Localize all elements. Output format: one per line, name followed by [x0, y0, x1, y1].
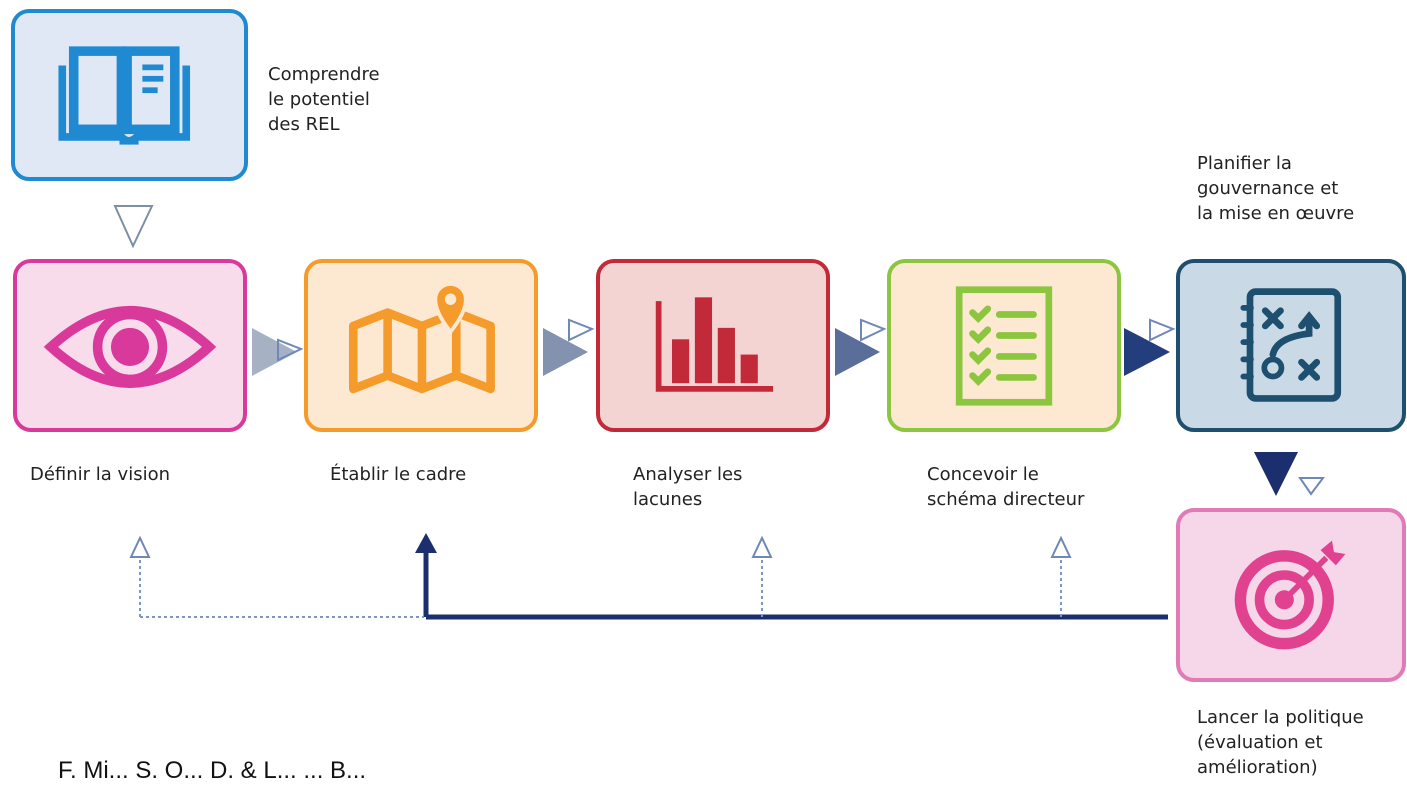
- label-understand-line3: des REL: [268, 114, 340, 135]
- down-arrow-governance: [1254, 452, 1298, 496]
- label-gaps: Analyser les lacunes: [633, 462, 742, 512]
- label-launch-line2: (évaluation et: [1197, 732, 1323, 753]
- label-governance-line2: gouvernance et: [1197, 178, 1339, 199]
- label-understand-line1: Comprendre: [268, 64, 380, 85]
- label-framework: Établir le cadre: [330, 462, 466, 487]
- label-masterplan: Concevoir le schéma directeur: [927, 462, 1084, 512]
- right-arrow-3: [835, 318, 887, 376]
- step-vision-box: [13, 259, 247, 432]
- target-icon: [1234, 540, 1346, 650]
- step-launch-box: [1176, 508, 1406, 682]
- eye-icon: [43, 305, 217, 388]
- label-launch-line1: Lancer la politique: [1197, 707, 1364, 728]
- label-understand-line2: le potentiel: [268, 89, 370, 110]
- step-governance-box: [1176, 259, 1406, 432]
- step-framework-box: [304, 259, 538, 432]
- right-arrow-4: [1124, 318, 1176, 376]
- step-masterplan-box: [887, 259, 1121, 432]
- right-arrow-1: [252, 328, 304, 376]
- label-launch: Lancer la politique (évaluation et améli…: [1197, 705, 1364, 780]
- map-pin-icon: [348, 282, 495, 394]
- label-vision: Définir la vision: [30, 462, 170, 487]
- down-arrow-understand: [113, 205, 154, 249]
- label-understand: Comprendre le potentiel des REL: [268, 62, 380, 137]
- label-gaps-line1: Analyser les: [633, 464, 743, 485]
- label-launch-line3: amélioration): [1197, 757, 1318, 778]
- label-masterplan-line1: Concevoir le: [927, 464, 1039, 485]
- checklist-icon: [955, 286, 1053, 406]
- open-book-icon: [58, 46, 191, 145]
- label-governance: Planifier la gouvernance et la mise en œ…: [1197, 151, 1354, 226]
- right-arrow-2: [543, 318, 595, 376]
- label-framework-line1: Établir le cadre: [330, 464, 467, 485]
- footer-credit: F. Mi... S. O... D. & L... ... B...: [58, 757, 367, 784]
- label-vision-line1: Définir la vision: [30, 464, 171, 485]
- label-gaps-line2: lacunes: [633, 489, 703, 510]
- label-governance-line1: Planifier la: [1197, 153, 1292, 174]
- bar-chart-icon: [655, 297, 774, 392]
- strategy-notebook-icon: [1240, 288, 1342, 402]
- label-governance-line3: la mise en œuvre: [1197, 203, 1355, 224]
- step-understand-box: [11, 9, 248, 181]
- step-gaps-box: [596, 259, 830, 432]
- label-masterplan-line2: schéma directeur: [927, 489, 1085, 510]
